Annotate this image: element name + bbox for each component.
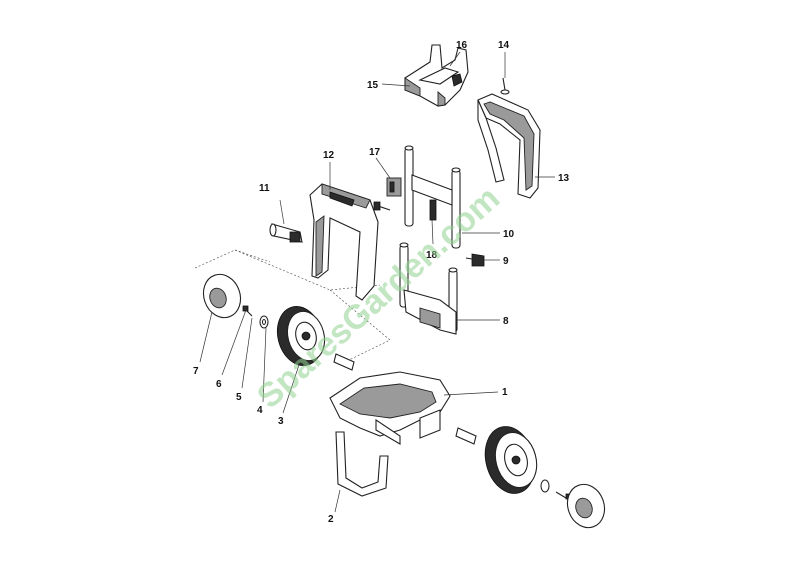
axle-pin-left xyxy=(333,353,355,371)
callout-11: 11 xyxy=(259,183,270,194)
callout-12: 12 xyxy=(323,150,335,161)
callout-3: 3 xyxy=(278,416,284,427)
part-17-bracket xyxy=(386,177,402,197)
callout-7: 7 xyxy=(193,366,199,377)
part-10-upright-tubes xyxy=(404,145,461,249)
callout-4: 4 xyxy=(257,405,263,416)
part-12-handle xyxy=(309,183,379,301)
callout-16: 16 xyxy=(456,40,468,51)
handle-screw xyxy=(373,201,391,211)
callout-labels: 1 2 3 4 5 6 7 8 9 10 11 12 13 14 15 16 1… xyxy=(193,40,570,525)
part-2-foot-bar xyxy=(335,431,389,497)
leader-lines xyxy=(199,51,555,513)
callout-8: 8 xyxy=(503,316,509,327)
callout-15: 15 xyxy=(367,80,379,91)
callout-17: 17 xyxy=(369,147,381,158)
part-9-knob xyxy=(465,253,485,267)
part-5-washer xyxy=(259,315,269,329)
part-3-wheel xyxy=(276,306,326,366)
callout-1: 1 xyxy=(502,387,508,398)
part-14-screw xyxy=(500,77,510,95)
axle-pin-right xyxy=(455,427,477,445)
callout-13: 13 xyxy=(558,173,570,184)
part-15-16-handle-cap xyxy=(404,44,469,107)
right-hub-hardware xyxy=(540,479,606,529)
callout-2: 2 xyxy=(328,514,334,525)
callout-9: 9 xyxy=(503,256,509,267)
callout-10: 10 xyxy=(503,229,515,240)
callout-18: 18 xyxy=(426,250,438,261)
callout-6: 6 xyxy=(216,379,222,390)
part-7-hub-cap xyxy=(202,273,242,319)
part-8-lower-bracket xyxy=(399,242,458,335)
part-1-base xyxy=(329,371,451,445)
part-11-grip xyxy=(269,223,303,243)
assembly-reference-lines xyxy=(194,249,391,363)
part-13-rear-frame xyxy=(477,93,541,199)
callout-5: 5 xyxy=(236,392,242,403)
right-wheel xyxy=(484,426,538,494)
callout-14: 14 xyxy=(498,40,510,51)
